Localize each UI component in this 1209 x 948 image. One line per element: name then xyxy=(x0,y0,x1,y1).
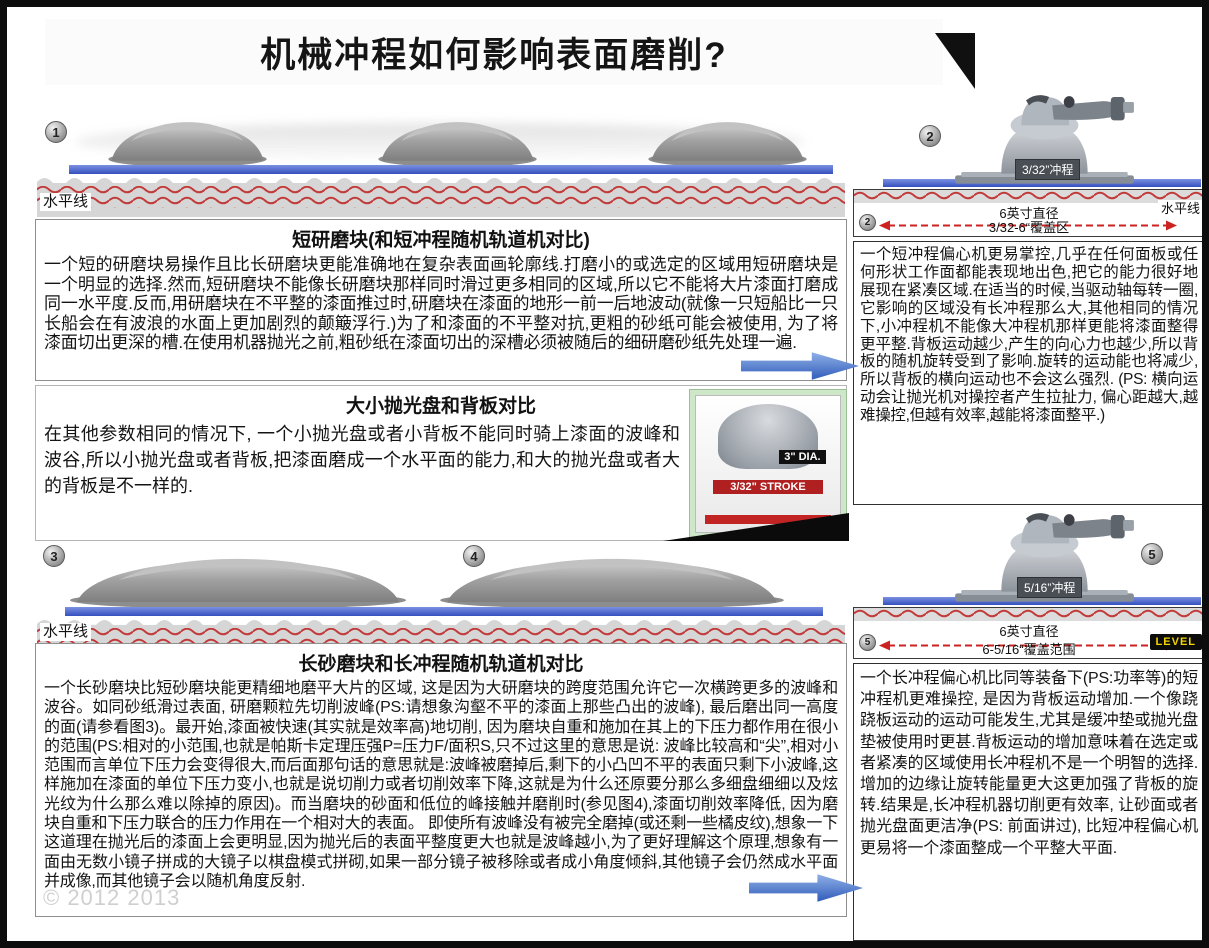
small-pad-photo-panel: 3" DIA. 3/32" STROKE xyxy=(689,389,847,539)
marker-5-small: 5 xyxy=(859,634,876,651)
scene-short-blocks: 1 xyxy=(35,97,847,219)
measure-arrow-icon xyxy=(879,220,1177,231)
marker-4: 4 xyxy=(463,545,485,567)
long-sanding-block-illustration xyxy=(440,558,784,609)
long-sanding-block-illustration xyxy=(70,558,406,609)
wavy-paint-surface xyxy=(37,615,845,645)
wavy-paint-surface xyxy=(854,190,1202,203)
marker-1: 1 xyxy=(45,121,67,143)
marker-5-small-number: 5 xyxy=(864,637,871,648)
long-block-body: 一个长砂磨块比短砂磨块能更精细地磨平大片的区域, 这是因为大研磨块的跨度范围允许… xyxy=(44,680,839,890)
sanding-block-illustration xyxy=(108,122,267,167)
page-title-bar: 机械冲程如何影响表面磨削? xyxy=(45,19,943,85)
diameter-callout: 3" DIA. xyxy=(779,450,826,465)
pad-size-body: 在其他参数相同的情况下, 一个小抛光盘或者小背板不能同时骑上漆面的波峰和波谷,所… xyxy=(44,424,680,496)
marker-1-number: 1 xyxy=(52,124,60,140)
stroke-badge-short: 3/32”冲程 xyxy=(1015,159,1081,180)
long-block-heading: 长砂磨块和长冲程随机轨道机对比 xyxy=(298,654,584,675)
marker-3-number: 3 xyxy=(50,548,58,564)
diameter-measure-panel-bottom: 6英寸直径 5 LEVEL 6-5/16“覆盖范围 xyxy=(853,607,1202,659)
stroke-callout: 3/32" STROKE xyxy=(713,480,823,495)
wavy-paint-surface xyxy=(854,608,1202,621)
marker-5-number: 5 xyxy=(1148,546,1156,562)
sandpaper-strip xyxy=(69,165,833,174)
coverage-label: 3/32-6“覆盖区 xyxy=(988,220,1070,235)
level-badge: LEVEL xyxy=(1149,634,1202,650)
diameter-label: 6英寸直径 xyxy=(999,624,1059,639)
scene-long-blocks: 3 4 xyxy=(35,541,847,645)
level-line-label: 水平线 xyxy=(40,623,92,641)
coverage-label: 6-5/16“覆盖范围 xyxy=(982,642,1076,657)
marker-2: 2 xyxy=(919,125,941,147)
stroke-badge-long: 5/16”冲程 xyxy=(1017,577,1083,598)
short-block-heading: 短研磨块(和短冲程随机轨道机对比) xyxy=(292,230,590,251)
sandpaper-strip xyxy=(65,607,823,616)
short-block-body: 一个短的研磨块易操作且比长研磨块更能准确地在复杂表面画轮廓线.打磨小的或选定的区… xyxy=(44,255,838,353)
short-stroke-body: 一个短冲程偏心机更易掌控,几乎在任何面板或任何形状工作面都能表现地出色,把它的能… xyxy=(860,246,1198,425)
copyright-watermark: © 2012 2013 xyxy=(43,885,181,910)
marker-2-small: 2 xyxy=(859,214,876,231)
long-block-text-panel: 长砂磨块和长冲程随机轨道机对比 一个长砂磨块比短砂磨块能更精细地磨平大片的区域,… xyxy=(35,643,847,917)
diameter-measure-panel-top: 6英寸直径 2 水平线 3/32-6“覆盖区 xyxy=(853,189,1202,237)
sanding-block-illustration xyxy=(648,122,807,167)
long-stroke-text-panel: 一个长冲程偏心机比同等装备下(PS:功率等)的短冲程机更难操控, 是因为背板运动… xyxy=(853,663,1202,941)
pad-size-heading: 大小抛光盘和背板对比 xyxy=(345,396,536,417)
marker-3: 3 xyxy=(43,545,65,567)
level-line-label: 水平线 xyxy=(1157,200,1202,218)
level-line-label: 水平线 xyxy=(40,193,92,211)
small-sander-closeup: 3" DIA. 3/32" STROKE xyxy=(695,395,841,533)
wavy-paint-surface xyxy=(37,173,845,217)
long-stroke-body: 一个长冲程偏心机比同等装备下(PS:功率等)的短冲程机更难操控, 是因为背板运动… xyxy=(860,670,1198,857)
page-title: 机械冲程如何影响表面磨削? xyxy=(260,35,728,75)
marker-2-number: 2 xyxy=(926,128,934,144)
short-block-text-panel: 短研磨块(和短冲程随机轨道机对比) 一个短的研磨块易操作且比长研磨块更能准确地在… xyxy=(35,219,847,381)
short-stroke-text-panel: 一个短冲程偏心机更易掌控,几乎在任何面板或任何形状工作面都能表现地出色,把它的能… xyxy=(853,241,1202,505)
sanding-block-illustration xyxy=(378,122,537,167)
diameter-label: 6英寸直径 xyxy=(999,206,1059,221)
marker-5: 5 xyxy=(1141,543,1163,565)
red-pad-strip xyxy=(704,514,832,524)
marker-2-small-number: 2 xyxy=(864,217,871,228)
marker-4-number: 4 xyxy=(470,548,478,564)
